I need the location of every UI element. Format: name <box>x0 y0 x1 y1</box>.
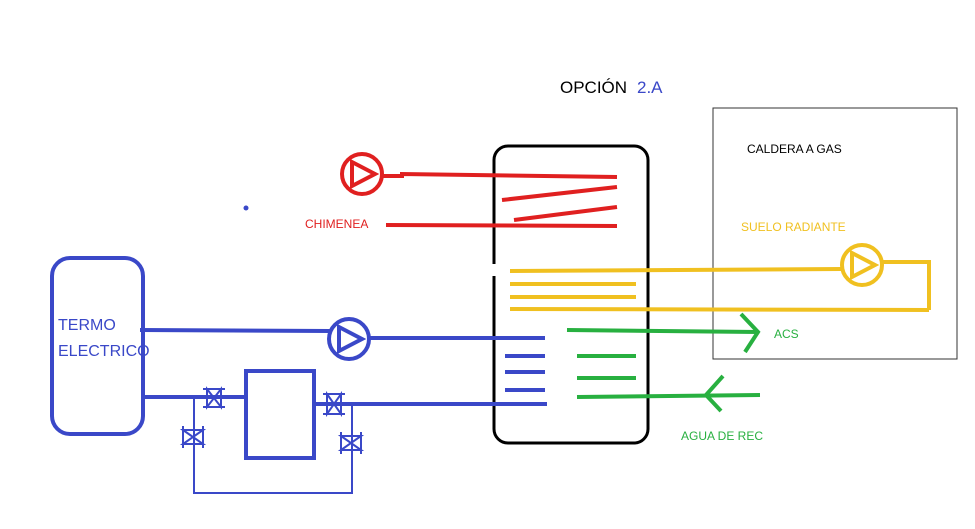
electric-heater-label-line1: TERMO <box>58 317 116 334</box>
electric-circuit: TERMO ELECTRICO <box>50 205 547 494</box>
fireplace-supply-pipe <box>382 171 618 179</box>
underfloor-supply-pipe <box>509 267 843 273</box>
fireplace-label: CHIMENEA <box>305 217 368 231</box>
pump-triangle <box>337 323 367 355</box>
exchanger-box <box>244 369 316 460</box>
valve-icon <box>337 432 365 454</box>
fireplace-return-pipe <box>385 223 618 228</box>
valve-icon <box>179 426 207 448</box>
underfloor-pump <box>840 243 884 287</box>
stray-dot <box>243 205 249 211</box>
gas-boiler: CALDERA A GAS <box>712 107 958 360</box>
pump-icon <box>840 243 884 287</box>
tank-inlet-gap <box>490 264 498 276</box>
underfloor-circuit: SUELO RADIANTE <box>509 220 931 312</box>
electric-pump <box>327 317 371 361</box>
dhw-inlet-pipe <box>576 393 761 399</box>
diagram-title: OPCIÓN 2.A <box>560 78 663 97</box>
title-prefix: OPCIÓN <box>560 78 627 97</box>
fireplace-coil-2 <box>513 205 618 222</box>
dhw-circuit: ACS AGUA DE REC <box>566 312 799 443</box>
gas-boiler-box <box>712 107 958 360</box>
storage-tank <box>492 144 650 445</box>
pump-triangle <box>850 249 880 281</box>
title-suffix: 2.A <box>637 78 663 97</box>
valve-icon <box>323 390 345 418</box>
electric-heater-label-line2: ELECTRICO <box>58 343 150 360</box>
fireplace-pump <box>340 152 384 196</box>
arrow-icon <box>703 374 725 413</box>
electric-heater-tank <box>50 256 145 436</box>
valve-icon <box>203 386 225 410</box>
underfloor-label: SUELO RADIANTE <box>741 220 846 234</box>
dhw-outlet-pipe <box>566 328 759 334</box>
dhw-label: ACS <box>774 327 799 341</box>
fireplace-coil-1 <box>501 185 618 202</box>
pump-triangle <box>350 158 380 190</box>
arrow-icon <box>739 312 761 354</box>
fireplace-circuit: CHIMENEA <box>305 152 618 231</box>
underfloor-loop-pipe <box>882 260 931 310</box>
return-water-label: AGUA DE REC <box>681 429 763 443</box>
gas-boiler-label: CALDERA A GAS <box>747 142 842 156</box>
electric-supply-pipe <box>139 328 331 333</box>
underfloor-return-pipe <box>509 307 930 312</box>
